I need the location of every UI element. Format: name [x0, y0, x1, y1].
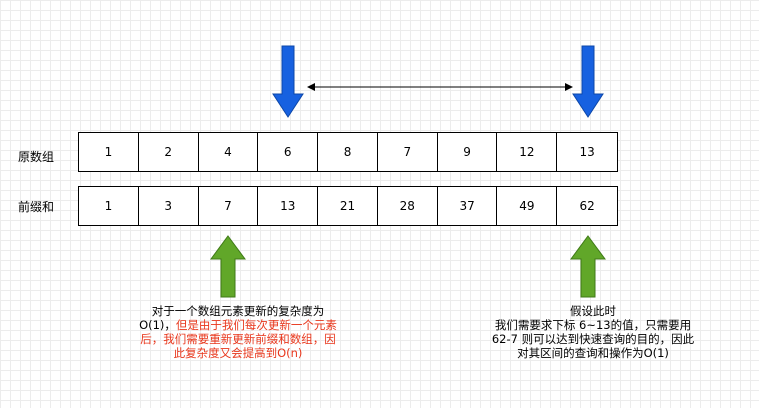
row-label-prefix-sum: 前缀和 — [18, 200, 55, 214]
note-line: 对于一个数组元素更新的复杂度为 — [151, 304, 325, 318]
green-up-arrow-right — [570, 235, 606, 298]
prefix-sum-array: 1 3 7 13 21 28 37 49 62 — [78, 186, 618, 226]
array-cell: 2 — [139, 133, 199, 171]
note-line: 对其区间的查询和操作为O(1) — [517, 346, 669, 360]
array-cell: 4 — [199, 133, 259, 171]
note-line: 后，我们需要重新更新前缀和数组，因 — [140, 332, 336, 346]
prefix-cell: 49 — [497, 187, 558, 225]
note-line: 62-7 则可以达到快速查询的目的，因此 — [491, 332, 695, 346]
array-cell: 6 — [258, 133, 319, 171]
row-label-original: 原数组 — [18, 150, 55, 164]
prefix-cell: 7 — [199, 187, 259, 225]
note-line: 此复杂度又会提高到O(n) — [173, 346, 303, 360]
array-cell: 7 — [378, 133, 438, 171]
prefix-cell: 62 — [579, 199, 595, 213]
array-cell: 1 — [79, 133, 139, 171]
array-cell: 12 — [497, 133, 558, 171]
update-complexity-note: 对于一个数组元素更新的复杂度为 O(1)，但是由于我们每次更新一个元素 后，我们… — [128, 304, 348, 360]
prefix-cell: 21 — [318, 187, 378, 225]
prefix-cell: 13 — [258, 187, 319, 225]
note-line: O(1)，但是由于我们每次更新一个元素 — [128, 318, 348, 332]
original-array: 1 2 4 6 8 7 9 12 13 — [78, 132, 618, 172]
prefix-cell: 28 — [378, 187, 438, 225]
query-complexity-note: 假设此时 我们需要求下标 6~13的值，只需要用 62-7 则可以达到快速查询的… — [483, 304, 703, 360]
note-line: 我们需要求下标 6~13的值，只需要用 — [494, 318, 692, 332]
prefix-cell: 3 — [139, 187, 199, 225]
note-text-red: 但是由于我们每次更新一个元素 — [175, 318, 337, 332]
blue-down-arrow-right — [572, 45, 604, 118]
green-up-arrow-left — [210, 235, 246, 298]
array-cell: 8 — [318, 133, 378, 171]
array-cell: 9 — [438, 133, 498, 171]
prefix-cell: 1 — [79, 187, 139, 225]
blue-down-arrow-left — [272, 45, 304, 118]
array-cell: 13 — [579, 145, 595, 159]
note-text-black: O(1)， — [139, 318, 176, 332]
note-line: 假设此时 — [570, 304, 616, 318]
prefix-cell: 37 — [438, 187, 498, 225]
